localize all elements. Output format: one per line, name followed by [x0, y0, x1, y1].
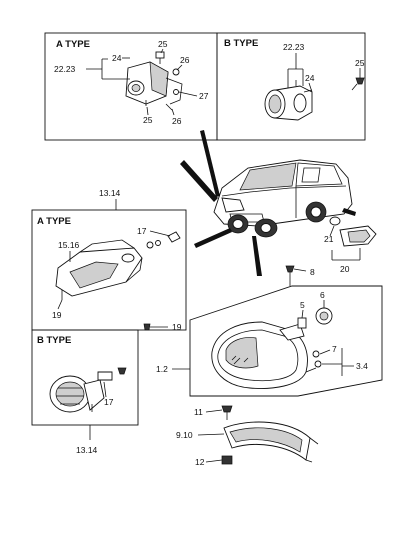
callout-1-2: 1.2 — [156, 364, 168, 374]
fog-lamp-a-type-mid — [55, 231, 181, 300]
callout-tr-22-23: 22.23 — [283, 42, 305, 52]
screw-8 — [285, 265, 295, 273]
fog-lamp-b-type-top — [264, 80, 313, 121]
mid-panels: 13.14 A TYPE B TYPE 17 15.16 19 — [31, 188, 187, 455]
headlamp-panel-frame — [189, 285, 383, 397]
top-right-panel-frame — [216, 32, 366, 141]
headlamp-assembly — [189, 285, 383, 397]
callout-a-17: 17 — [137, 226, 147, 236]
car-illustration — [213, 159, 353, 238]
nut-12 — [221, 455, 233, 465]
callout-tl-26-bottom: 26 — [172, 116, 182, 126]
callout-tl-24: 24 — [112, 53, 122, 63]
callout-b-19: 19 — [172, 322, 182, 332]
callout-tl-25-bottom: 25 — [143, 115, 153, 125]
callout-tl-26-top: 26 — [180, 55, 190, 65]
callout-8: 8 — [310, 267, 315, 277]
callout-group-13-14-top: 13.14 — [99, 188, 121, 198]
callout-11: 11 — [194, 407, 203, 417]
top-right-panel-title: B TYPE — [224, 38, 258, 49]
callout-20: 20 — [340, 264, 350, 274]
callout-tl-25-top: 25 — [158, 39, 168, 49]
mid-a-panel-title: A TYPE — [37, 216, 71, 227]
pointer-sweeps — [180, 130, 356, 276]
callout-12: 12 — [195, 457, 205, 467]
callout-21: 21 — [324, 234, 334, 244]
screw-19 — [143, 323, 151, 331]
bracket-assembly — [221, 405, 319, 465]
mid-b-panel-title: B TYPE — [37, 335, 71, 346]
callout-tl-27: 27 — [199, 91, 209, 101]
callout-b-17: 17 — [104, 397, 114, 407]
callout-5: 5 — [300, 300, 305, 310]
top-left-panel-title: A TYPE — [56, 39, 90, 50]
callout-tl-22-23: 22.23 — [54, 64, 76, 74]
mid-b-panel-frame — [31, 329, 139, 426]
screw-25 — [355, 77, 365, 85]
callout-group-13-14-bottom: 13.14 — [76, 445, 98, 455]
callout-out-25: 25 — [355, 58, 365, 68]
side-marker-lamp — [329, 216, 377, 247]
callout-a-15-16: 15.16 — [58, 240, 80, 250]
callout-7: 7 — [332, 344, 337, 354]
callout-9-10: 9.10 — [176, 430, 193, 440]
screw-11 — [221, 405, 233, 413]
callout-a-19: 19 — [52, 310, 62, 320]
callout-tr-24: 24 — [305, 73, 315, 83]
fog-lamp-a-type-top — [125, 51, 183, 111]
top-panels: A TYPE B TYPE 22.23 24 25 26 27 25 26 — [44, 32, 366, 141]
callout-6: 6 — [320, 290, 325, 300]
fog-lamp-b-type-mid — [49, 367, 127, 413]
callout-3-4: 3.4 — [356, 361, 368, 371]
